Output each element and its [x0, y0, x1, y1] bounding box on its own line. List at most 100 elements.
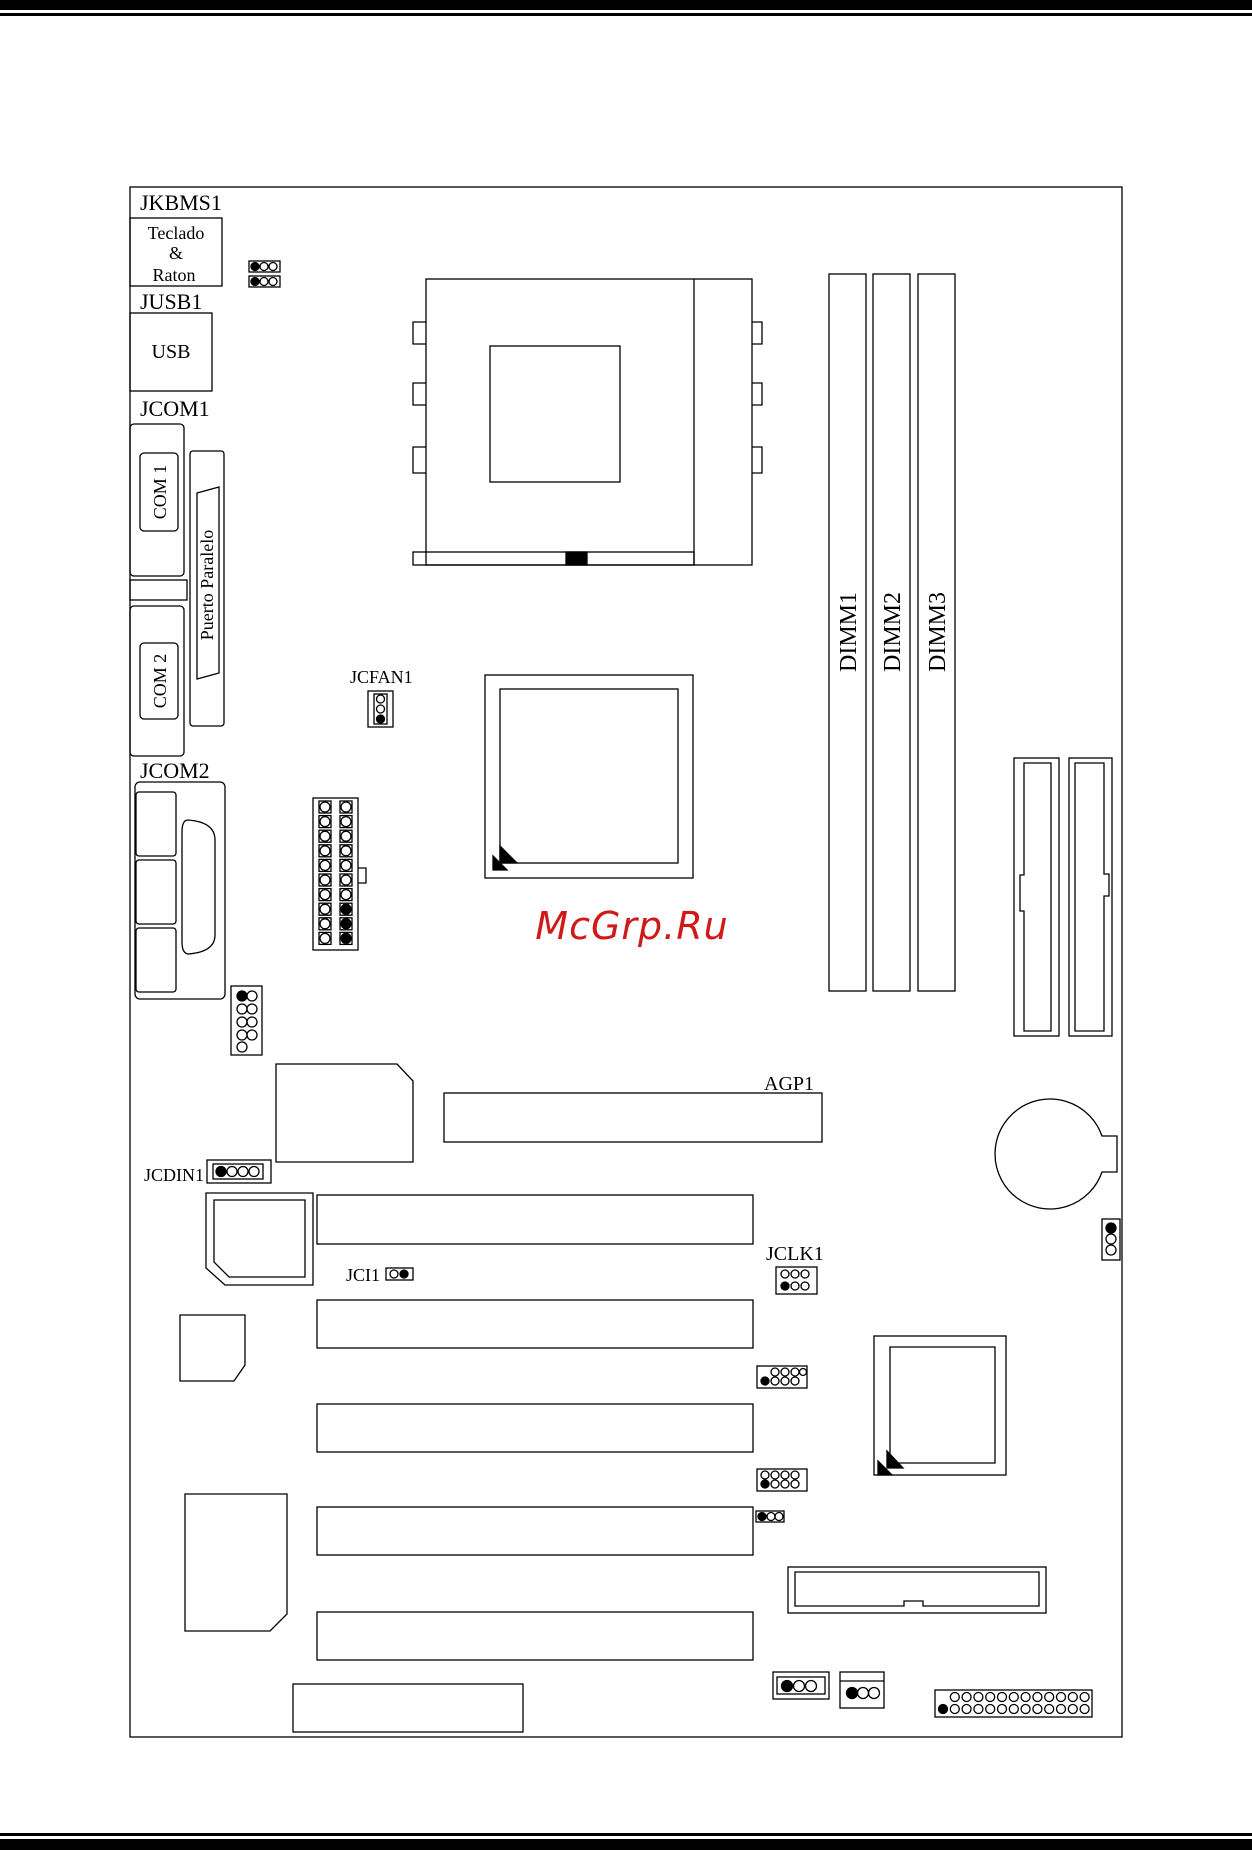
atx-pin [320, 933, 330, 943]
atx-pin-frame [319, 830, 331, 842]
agp1-label: AGP1 [764, 1073, 814, 1095]
audio-chip [206, 1193, 313, 1285]
dimm1-label: DIMM1 [836, 592, 862, 672]
atx-pin [320, 802, 330, 812]
com1-label: COM 1 [150, 465, 170, 520]
atx-pin [341, 831, 351, 841]
bottom-slot [293, 1684, 523, 1732]
dimm3-label: DIMM3 [925, 592, 951, 672]
pci-slot-3 [317, 1404, 753, 1452]
fp-pin-top [962, 1693, 971, 1702]
atx-pin [320, 817, 330, 827]
atx-pin [341, 933, 351, 943]
panel-header [231, 986, 262, 1055]
fp-pin-bottom [1080, 1705, 1089, 1714]
jcom2-connector [135, 782, 225, 999]
fp-pin-bottom [1033, 1705, 1042, 1714]
jcdin1-label: JCDIN1 [144, 1165, 204, 1185]
atx-pin-frame [319, 845, 331, 857]
small-3pin-header [756, 1511, 784, 1522]
fp-pin-bottom [950, 1705, 959, 1714]
fp-pin-bottom [1045, 1705, 1054, 1714]
front-panel-header [935, 1690, 1092, 1717]
fp-pin-bottom [962, 1705, 971, 1714]
super-io-chip [185, 1494, 287, 1631]
pci-slot-2 [317, 1300, 753, 1348]
atx-pin-frame [340, 845, 352, 857]
atx-pin-frame [340, 874, 352, 886]
atx-pin-frame [319, 903, 331, 915]
atx-pin [320, 875, 330, 885]
northbridge-chip [485, 675, 693, 878]
atx-pin [320, 890, 330, 900]
parallel-port-label: Puerto Paralelo [197, 530, 217, 640]
fp-pin-top [950, 1693, 959, 1702]
fp-pin-top [1033, 1693, 1042, 1702]
atx-pin-frame [319, 816, 331, 828]
atx-pin [320, 860, 330, 870]
keyboard-label-line1: Teclado [148, 223, 205, 243]
atx-pin [320, 904, 330, 914]
jusb1-label: JUSB1 [140, 289, 202, 314]
fp-pin-top [998, 1693, 1007, 1702]
fp-pin-bottom [1057, 1705, 1066, 1714]
floppy-connector [788, 1567, 1046, 1613]
ide2-connector [1069, 758, 1112, 1036]
watermark-text: McGrp.Ru [535, 904, 728, 948]
jcom1-label: JCOM1 [140, 396, 210, 421]
atx-pin-frame [340, 889, 352, 901]
fp-pin-top [1080, 1693, 1089, 1702]
agp1-slot [444, 1093, 822, 1142]
fp-pin-top [1009, 1693, 1018, 1702]
keyboard-jumper [249, 261, 280, 287]
jcom2-label: JCOM2 [140, 758, 210, 783]
atx-pin-frame [319, 889, 331, 901]
jcfan1-header [368, 691, 393, 727]
atx-pin [341, 817, 351, 827]
fp-pin-top [1021, 1693, 1030, 1702]
ide1-connector [1014, 758, 1059, 1036]
fan-header-2 [840, 1672, 884, 1708]
atx-pin-frame [340, 830, 352, 842]
bios-chip [180, 1315, 245, 1381]
pci-slot-1 [317, 1195, 753, 1244]
jkbms1-label: JKBMS1 [140, 190, 222, 215]
fp-pin-bottom [986, 1705, 995, 1714]
atx-pin [320, 846, 330, 856]
dimm2-label: DIMM2 [880, 592, 906, 672]
atx-pin-frame [340, 816, 352, 828]
fp-pin-top [1057, 1693, 1066, 1702]
battery-jumper [1102, 1219, 1120, 1260]
bottom-rule [0, 1833, 1252, 1850]
jci1-header [386, 1268, 413, 1280]
atx-power-connector [313, 798, 366, 950]
atx-pin [320, 831, 330, 841]
fp-pin-top [974, 1693, 983, 1702]
keyboard-label-line3: Raton [153, 265, 196, 285]
usb-label: USB [152, 341, 191, 363]
atx-pin-frame [340, 801, 352, 813]
port-divider [130, 580, 187, 600]
fp-pin-bottom [1009, 1705, 1018, 1714]
board-outline [130, 187, 1122, 1737]
fp-pin-bottom [939, 1705, 948, 1714]
atx-pin-frame [319, 801, 331, 813]
atx-pin-frame [319, 874, 331, 886]
usb-header-2 [757, 1469, 807, 1491]
atx-pin [341, 860, 351, 870]
atx-pin-frame [340, 859, 352, 871]
pci-slot-4 [317, 1507, 753, 1555]
jcfan1-label: JCFAN1 [350, 667, 413, 687]
io-chip [276, 1064, 413, 1162]
atx-pin [341, 919, 351, 929]
fp-pin-bottom [1068, 1705, 1077, 1714]
jci1-label: JCI1 [346, 1265, 380, 1285]
usb-header-1 [757, 1366, 807, 1388]
southbridge-chip [874, 1336, 1006, 1475]
atx-pin-frame [319, 859, 331, 871]
atx-pin [341, 802, 351, 812]
fp-pin-top [1045, 1693, 1054, 1702]
atx-pin-frame [319, 932, 331, 944]
fan-header-1 [773, 1672, 829, 1699]
